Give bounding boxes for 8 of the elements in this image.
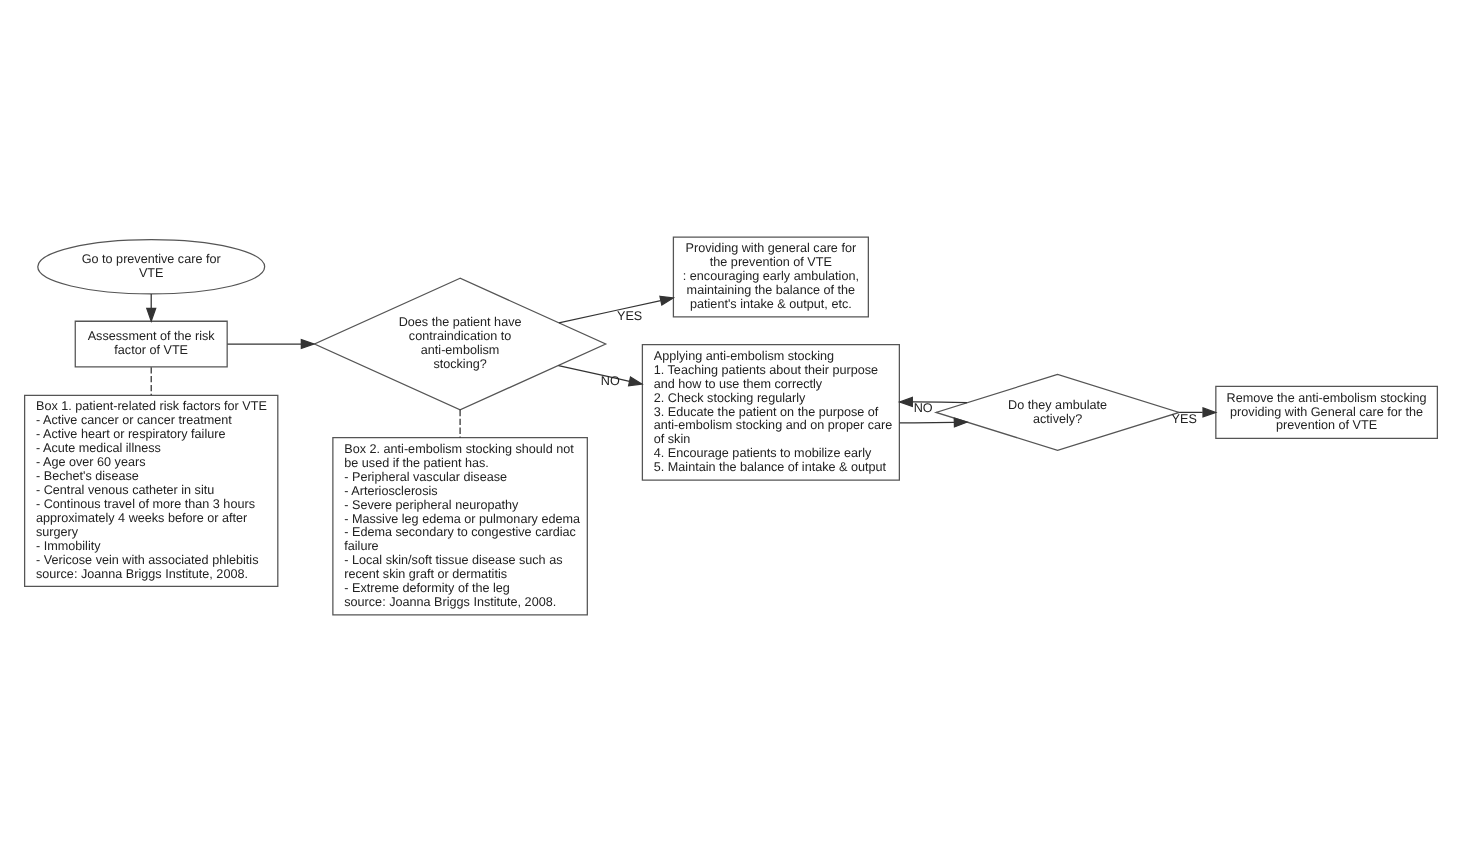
arrow — [558, 294, 676, 323]
connector — [459, 408, 461, 438]
arrow — [226, 337, 316, 349]
arrow — [899, 416, 969, 427]
arrow — [897, 395, 968, 407]
arrow — [557, 363, 644, 386]
arrow — [1178, 406, 1218, 417]
connector — [150, 365, 152, 395]
